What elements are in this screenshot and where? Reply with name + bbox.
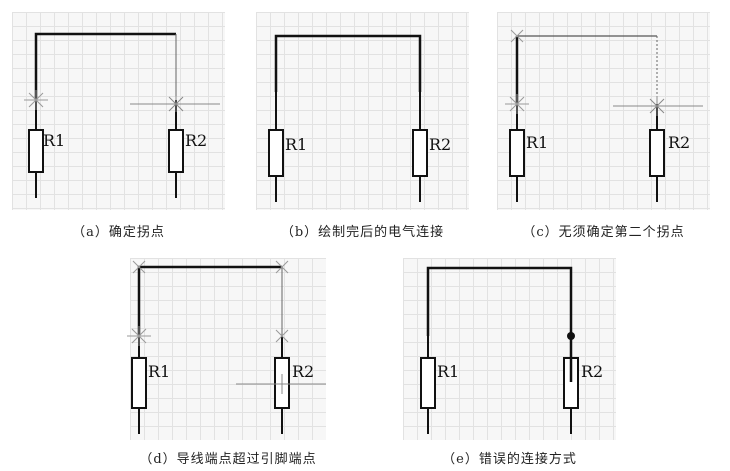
r1-label: R1 <box>43 131 65 150</box>
caption-c: （c）无须确定第二个拐点 <box>522 225 685 240</box>
junction-dot <box>567 332 575 340</box>
pin-hotspot-marker <box>127 326 151 346</box>
corner-marker <box>132 260 289 274</box>
r2-label: R2 <box>292 362 314 381</box>
diagram-panel-b: R1 R2 <box>256 12 469 210</box>
wire <box>274 34 422 92</box>
r2-label: R2 <box>581 362 603 381</box>
caption-e: （e）错误的连接方式 <box>442 452 577 467</box>
resistor-r2: R2 <box>168 100 207 198</box>
resistor-r1: R1 <box>131 336 170 434</box>
wire-end-marker <box>275 329 289 343</box>
corner-marker <box>510 29 524 43</box>
r2-label: R2 <box>185 131 207 150</box>
resistor-r1: R1 <box>28 100 65 198</box>
r1-label: R1 <box>285 135 307 154</box>
diagram-panel-d: R1 R2 <box>127 258 326 440</box>
caption-a: （a）确定拐点 <box>72 225 165 240</box>
wire <box>426 266 573 382</box>
diagram-panel-e: R1 R2 <box>403 258 616 440</box>
schematic-b: R1 R2 <box>268 34 451 202</box>
resistor-r2: R2 <box>412 92 451 202</box>
r2-label: R2 <box>668 133 690 152</box>
diagram-panel-c: R1 R2 <box>497 12 710 210</box>
caption-d: （d）导线端点超过引脚端点 <box>139 452 317 467</box>
r2-label: R2 <box>429 135 451 154</box>
wire <box>137 265 282 336</box>
r1-label: R1 <box>148 362 170 381</box>
pin-hotspot-marker <box>24 90 48 110</box>
resistor-r1: R1 <box>420 336 459 434</box>
crosshair-cursor <box>236 374 326 394</box>
resistor-r2: R2 <box>563 357 603 434</box>
r1-label: R1 <box>437 362 459 381</box>
resistor-r2: R2 <box>274 336 314 434</box>
crosshair-cursor <box>613 96 703 116</box>
crosshair-cursor <box>130 96 220 112</box>
resistor-r1: R1 <box>509 104 548 202</box>
schematic-d: R1 R2 <box>127 260 326 434</box>
wire <box>34 32 176 100</box>
caption-b: （b）绘制完后的电气连接 <box>280 225 445 240</box>
schematic-c: R1 R2 <box>505 29 703 202</box>
diagram-panel-a: R1 R2 <box>12 12 225 210</box>
schematic-a: R1 R2 <box>24 32 220 198</box>
resistor-r1: R1 <box>268 92 307 202</box>
r1-label: R1 <box>526 133 548 152</box>
resistor-r2: R2 <box>649 104 690 202</box>
pin-hotspot-marker <box>505 94 529 114</box>
schematic-e: R1 R2 <box>420 266 603 434</box>
